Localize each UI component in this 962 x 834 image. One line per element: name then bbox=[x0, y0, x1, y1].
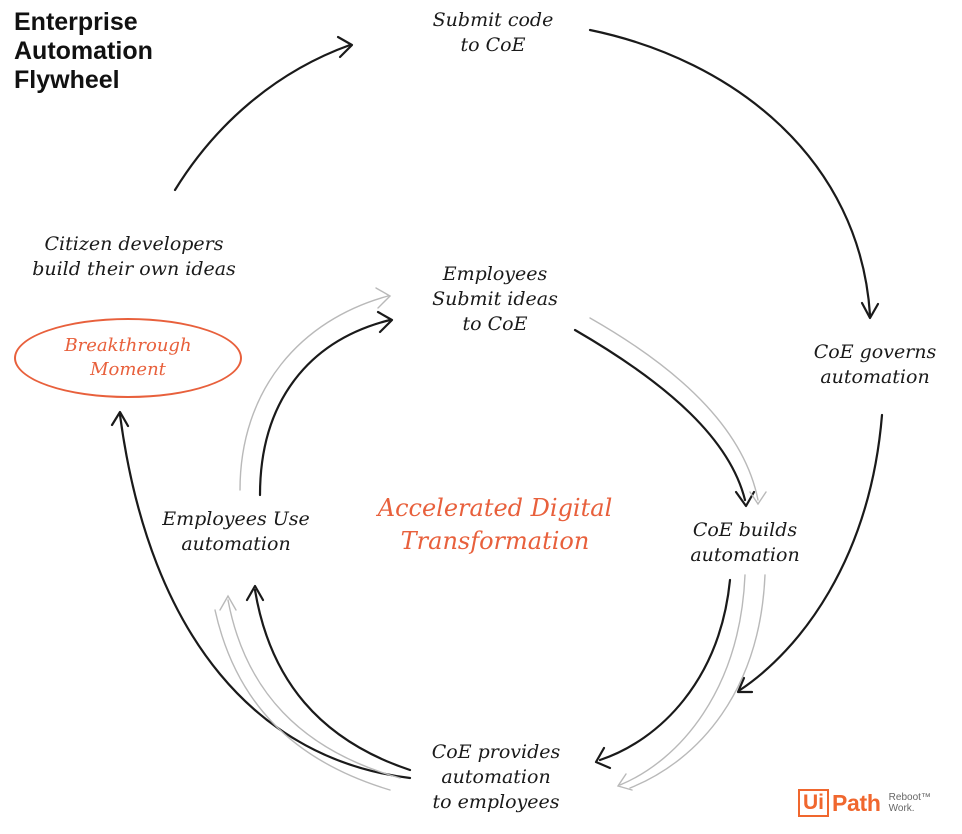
arrow-sketch bbox=[629, 574, 766, 789]
arrow-provides-to-use bbox=[253, 588, 412, 772]
node-line: to CoE bbox=[462, 313, 528, 335]
node-line: CoE governs bbox=[813, 341, 937, 363]
node-line: automation bbox=[441, 766, 551, 788]
node-line: build their own ideas bbox=[32, 258, 236, 280]
diagram-title: Enterprise Automation Flywheel bbox=[14, 8, 153, 95]
node-line: Submit code bbox=[432, 9, 554, 31]
arrow-submit-to-governs bbox=[588, 28, 872, 317]
arrowhead bbox=[734, 490, 756, 508]
arrow-provides-to-breakthrough bbox=[118, 413, 412, 780]
logo-tagline-line: Work. bbox=[888, 803, 915, 814]
arrow-submit-ideas-to-builds bbox=[573, 328, 747, 502]
arrow-sketch bbox=[214, 609, 391, 791]
node-line: automation bbox=[690, 544, 800, 566]
node-employees-submit-ideas: Employees Submit ideas to CoE bbox=[410, 262, 580, 337]
arrowhead bbox=[219, 594, 237, 611]
title-line: Automation bbox=[14, 37, 153, 65]
logo-path-text: Path bbox=[832, 789, 881, 816]
arrow-builds-to-provides bbox=[598, 578, 732, 762]
arrow-sketch bbox=[239, 295, 389, 491]
uipath-logo: Ui Path Reboot™ Work. bbox=[798, 786, 931, 820]
arrowhead bbox=[860, 301, 880, 320]
arrowhead bbox=[110, 410, 130, 428]
node-line: Submit ideas bbox=[432, 288, 558, 310]
center-label: Accelerated Digital Transformation bbox=[360, 492, 630, 558]
arrowhead bbox=[594, 746, 612, 770]
node-line: Breakthrough bbox=[64, 335, 192, 356]
arrow-citizen-to-submit-code bbox=[173, 43, 352, 192]
arrowhead bbox=[736, 676, 754, 694]
arrow-sketch bbox=[589, 317, 759, 501]
arrowhead bbox=[749, 491, 767, 506]
center-line: Transformation bbox=[400, 527, 590, 555]
arrow-use-to-submit-ideas bbox=[258, 318, 392, 497]
node-submit-code: Submit code to CoE bbox=[418, 8, 568, 58]
title-line: Flywheel bbox=[14, 66, 120, 94]
title-line: Enterprise bbox=[14, 8, 138, 36]
logo-tagline-line: Reboot™ bbox=[888, 792, 931, 803]
node-line: Employees bbox=[442, 263, 548, 285]
node-coe-provides: CoE provides automation to employees bbox=[416, 740, 576, 815]
node-line: Citizen developers bbox=[44, 233, 224, 255]
arrowhead bbox=[336, 35, 354, 59]
node-breakthrough-moment: Breakthrough Moment bbox=[14, 318, 242, 398]
center-line: Accelerated Digital bbox=[377, 494, 613, 522]
node-employees-use: Employees Use automation bbox=[146, 507, 326, 557]
node-citizen-developers: Citizen developers build their own ideas bbox=[14, 232, 254, 282]
node-coe-governs: CoE governs automation bbox=[800, 340, 950, 390]
node-line: automation bbox=[181, 533, 291, 555]
node-coe-builds: CoE builds automation bbox=[670, 518, 820, 568]
arrow-sketch bbox=[619, 574, 746, 786]
node-line: Employees Use bbox=[162, 508, 310, 530]
node-line: to employees bbox=[432, 791, 560, 813]
arrowhead bbox=[245, 584, 265, 602]
node-line: automation bbox=[820, 366, 930, 388]
logo-tagline: Reboot™ Work. bbox=[889, 792, 931, 814]
arrowhead bbox=[376, 310, 394, 334]
arrowhead bbox=[616, 773, 633, 791]
arrow-governs-to-provides bbox=[738, 413, 884, 692]
arrow-sketch bbox=[227, 599, 401, 779]
node-line: Moment bbox=[90, 359, 166, 380]
logo-ui-box: Ui bbox=[798, 789, 829, 817]
node-line: CoE builds bbox=[692, 519, 798, 541]
node-line: CoE provides bbox=[431, 741, 561, 763]
arrowhead bbox=[375, 287, 392, 309]
node-line: to CoE bbox=[460, 34, 526, 56]
